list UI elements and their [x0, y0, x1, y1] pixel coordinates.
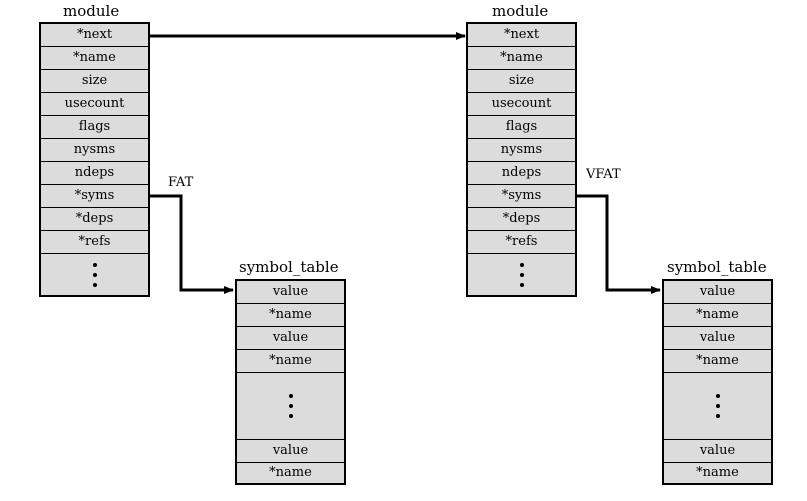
module-right-field-name: *name — [468, 47, 575, 70]
module-right-field-deps: *deps — [468, 208, 575, 231]
module-left-field-name: *name — [41, 47, 148, 70]
symtab-right-struct: value *name value *name value *name — [662, 279, 773, 485]
symtab-right-field-value-1: value — [664, 281, 771, 304]
symtab-right-field-name-n: *name — [696, 465, 739, 480]
module-right-field-refs: *refs — [468, 231, 575, 254]
vfat-label: VFAT — [586, 167, 621, 182]
module-right-field-size: size — [468, 70, 575, 93]
module-right-field-usecount: usecount — [468, 93, 575, 116]
symtab-right-ellipsis — [664, 373, 771, 440]
symtab-right-field-name-1: *name — [664, 304, 771, 327]
symtab-left-ellipsis — [237, 373, 344, 440]
module-right-field-next: *next — [468, 24, 575, 47]
module-right-ellipsis — [468, 254, 575, 295]
symtab-left-field-name-n: *name — [269, 465, 312, 480]
symtab-left-struct: value *name value *name value *name — [235, 279, 346, 485]
module-left-field-deps: *deps — [41, 208, 148, 231]
module-right-title: module — [492, 2, 549, 20]
module-left-field-nysms: nysms — [41, 139, 148, 162]
module-left-struct: *next *name size usecount flags nysms nd… — [39, 22, 150, 297]
module-left-field-next: *next — [41, 24, 148, 47]
symtab-right-field-value-2: value — [664, 327, 771, 350]
module-left-title: module — [63, 2, 120, 20]
symtab-left-field-name-1: *name — [237, 304, 344, 327]
module-right-field-nysms: nysms — [468, 139, 575, 162]
module-left-field-ndeps: ndeps — [41, 162, 148, 185]
fat-syms-pointer-arrow — [150, 194, 234, 294]
symtab-right-field-name-2: *name — [664, 350, 771, 373]
module-right-field-syms: *syms — [468, 185, 575, 208]
module-left-field-size: size — [41, 70, 148, 93]
symtab-left-field-value-1: value — [237, 281, 344, 304]
module-left-field-syms: *syms — [41, 185, 148, 208]
module-right-struct: *next *name size usecount flags nysms nd… — [466, 22, 577, 297]
symtab-left-field-value-2: value — [237, 327, 344, 350]
symtab-right-field-value-n: value — [664, 440, 771, 463]
module-left-ellipsis — [41, 254, 148, 295]
module-left-field-refs: *refs — [41, 231, 148, 254]
module-left-field-flags: flags — [41, 116, 148, 139]
module-right-field-ndeps: ndeps — [468, 162, 575, 185]
module-left-field-usecount: usecount — [41, 93, 148, 116]
symtab-right-title: symbol_table — [667, 258, 767, 276]
module-right-field-flags: flags — [468, 116, 575, 139]
vfat-syms-pointer-arrow — [577, 194, 661, 294]
symtab-left-field-value-n: value — [237, 440, 344, 463]
symtab-left-field-name-2: *name — [237, 350, 344, 373]
fat-label: FAT — [168, 175, 194, 190]
symtab-left-title: symbol_table — [239, 258, 339, 276]
